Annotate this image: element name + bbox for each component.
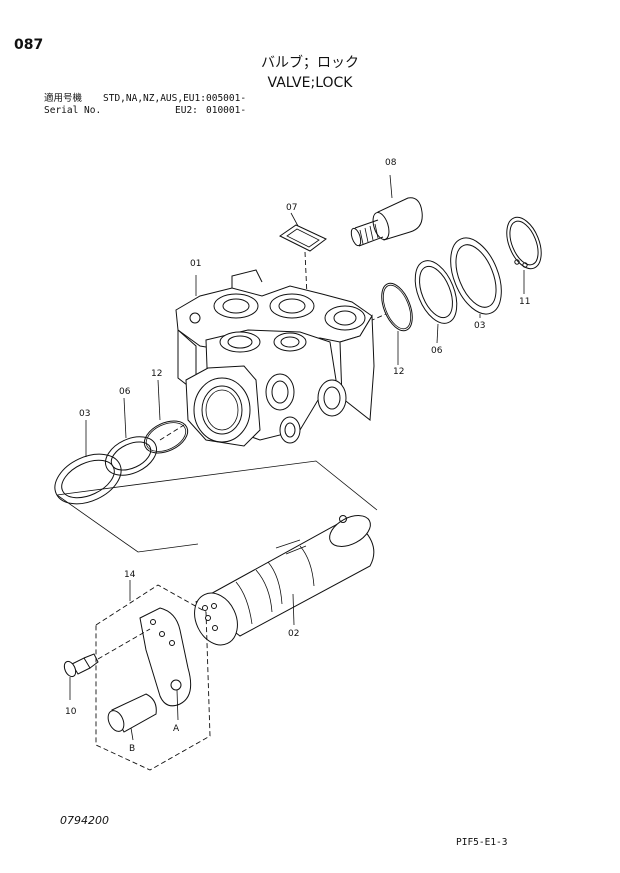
sheet-code: PIF5-E1-3 bbox=[456, 837, 508, 848]
part-03-ring-right bbox=[450, 237, 502, 318]
title-japanese: バルブ；ロック bbox=[261, 55, 359, 71]
serial-label: Serial No. bbox=[44, 105, 102, 116]
label-06-right: 06 bbox=[431, 346, 443, 356]
label-03-left: 03 bbox=[79, 409, 90, 419]
part-02-spool bbox=[194, 515, 375, 646]
serial-eu1: 005001- bbox=[206, 93, 247, 104]
part-06-ring-right bbox=[414, 260, 458, 344]
part-06-ring-left bbox=[104, 397, 158, 476]
axis-line-left bbox=[159, 424, 185, 441]
part-12-oring-left bbox=[143, 379, 189, 454]
models-eu1: STD,NA,NZ,AUS,EU1: bbox=[103, 93, 206, 104]
title-english: VALVE;LOCK bbox=[267, 75, 353, 91]
label-14: 14 bbox=[124, 570, 136, 580]
applicable-label: 適用号機 bbox=[44, 93, 83, 104]
serial-eu2: 010001- bbox=[206, 105, 247, 116]
models-eu2: EU2: bbox=[175, 105, 198, 116]
page-number: 087 bbox=[14, 37, 44, 53]
part-12-oring-right bbox=[381, 282, 413, 365]
label-08: 08 bbox=[385, 158, 397, 168]
group-14-lever bbox=[63, 580, 211, 771]
label-A: A bbox=[173, 724, 180, 734]
label-12-left: 12 bbox=[151, 369, 162, 379]
drawing-code: 0794200 bbox=[60, 814, 109, 827]
label-B: B bbox=[129, 744, 135, 754]
label-02: 02 bbox=[288, 629, 299, 639]
axis-line-right bbox=[369, 313, 387, 322]
label-01: 01 bbox=[190, 259, 201, 269]
label-12-right: 12 bbox=[393, 367, 404, 377]
part-11-snap-ring bbox=[506, 216, 542, 294]
part-03-ring-left bbox=[54, 420, 122, 505]
label-07: 07 bbox=[286, 203, 297, 213]
label-03-right: 03 bbox=[474, 321, 485, 331]
assembly-bracket bbox=[56, 460, 378, 553]
part-08-plug bbox=[350, 174, 423, 247]
label-06-left: 06 bbox=[119, 387, 131, 397]
label-10: 10 bbox=[65, 707, 77, 717]
part-01-valve-body bbox=[175, 269, 375, 447]
part-07-gasket bbox=[279, 212, 327, 297]
label-11: 11 bbox=[519, 297, 530, 307]
